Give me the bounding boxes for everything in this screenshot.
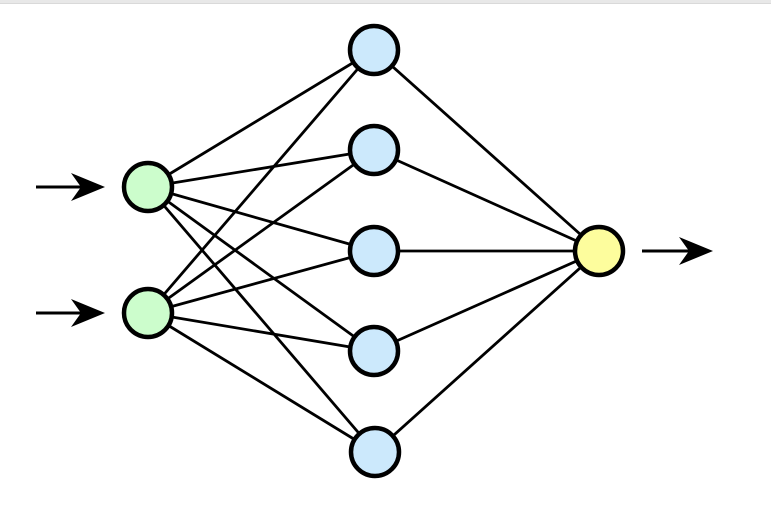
edge-h4-o1 [373, 249, 600, 353]
edge-i1-h4 [147, 185, 375, 353]
edge-i1-h1 [147, 48, 375, 189]
window-chrome-strip [0, 0, 771, 4]
node-hidden-3 [347, 224, 401, 278]
output-arrow-head [679, 237, 713, 265]
edge-i2-h2 [147, 148, 375, 315]
node-hidden-4 [347, 324, 401, 378]
edge-i1-h5 [146, 186, 377, 453]
node-input-2 [121, 286, 175, 340]
node-hidden-5 [348, 425, 402, 479]
node-hidden-1 [347, 23, 401, 77]
edge-i2-h1 [146, 49, 376, 314]
input-arrow-1-head [71, 173, 105, 201]
edge-i2-h5 [147, 311, 376, 454]
node-output-1 [572, 224, 626, 278]
input-arrow-2-head [71, 299, 105, 327]
edge-i1-h3 [147, 185, 375, 253]
edge-i2-h4 [147, 311, 375, 353]
node-input-1 [121, 160, 175, 214]
edge-h5-o1 [374, 249, 600, 454]
edge-h1-o1 [373, 48, 600, 253]
edge-i1-h2 [147, 148, 375, 189]
edge-i2-h3 [147, 249, 375, 315]
edge-h2-o1 [373, 148, 600, 253]
node-hidden-2 [347, 123, 401, 177]
